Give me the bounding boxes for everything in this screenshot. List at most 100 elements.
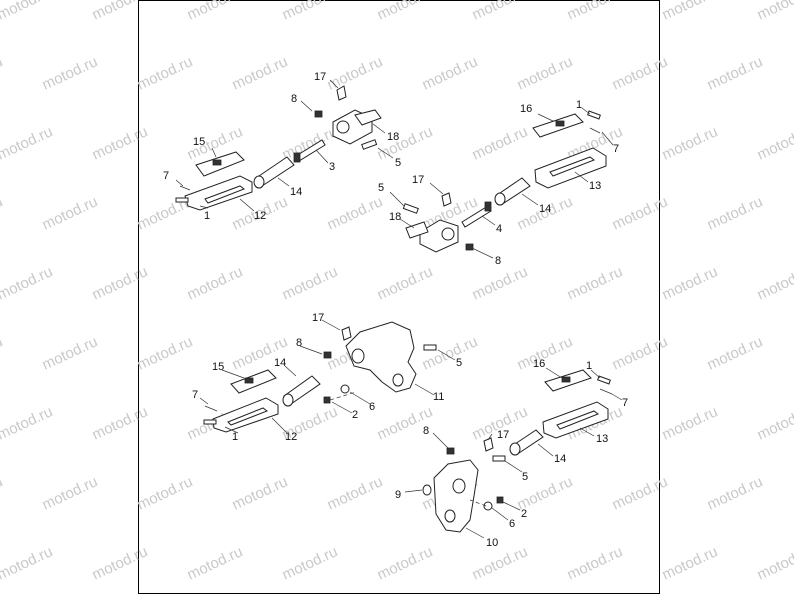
watermark-text: motod.ru	[280, 263, 341, 303]
leader-line	[611, 393, 623, 401]
leader-line	[471, 247, 494, 259]
watermark-text: motod.ru	[325, 473, 386, 513]
callout-15: 15	[193, 136, 205, 148]
callout-14: 14	[274, 357, 286, 369]
callout-5: 5	[378, 182, 384, 194]
leader-line	[579, 427, 595, 437]
callout-18: 18	[389, 211, 401, 223]
spring-7	[589, 127, 601, 134]
leader-line	[504, 460, 523, 473]
clevis-pin	[175, 197, 189, 203]
callout-12: 12	[285, 431, 297, 443]
callout-14: 14	[290, 186, 302, 198]
clip-17	[483, 437, 494, 452]
leader-line	[271, 417, 288, 434]
leader-line	[239, 198, 255, 212]
watermark-text: motod.ru	[325, 193, 386, 233]
leader-line	[414, 383, 435, 396]
leader-line	[491, 507, 509, 521]
watermark-text: motod.ru	[375, 123, 436, 163]
callout-9: 9	[395, 489, 401, 501]
leader-line	[224, 426, 239, 434]
callout-5: 5	[456, 357, 462, 369]
sleeve-end	[282, 393, 294, 407]
washer-6	[340, 384, 350, 394]
watermark-text: motod.ru	[135, 53, 196, 93]
leader-line	[199, 397, 209, 405]
callout-16: 16	[520, 103, 532, 115]
callout-6: 6	[369, 401, 375, 413]
lower-right-assembly	[404, 367, 623, 539]
watermark-text: motod.ru	[0, 543, 55, 583]
screw-2	[496, 496, 504, 504]
callout-17: 17	[312, 312, 324, 324]
upper-left-assembly	[175, 79, 394, 212]
clevis-pin	[587, 110, 601, 120]
callout-14: 14	[554, 453, 566, 465]
watermark-text: motod.ru	[40, 193, 101, 233]
sleeve-end	[253, 175, 265, 189]
watermark-text: motod.ru	[565, 543, 626, 583]
callout-labels: 15 7 1 12 14 3 5 18 8 17 16 1 7 13 14 4 …	[163, 71, 628, 549]
watermark-text: motod.ru	[40, 53, 101, 93]
callout-6: 6	[509, 518, 515, 530]
watermark-text: motod.ru	[185, 543, 246, 583]
callout-3: 3	[329, 161, 335, 173]
watermark-text: motod.ru	[375, 543, 436, 583]
callout-18: 18	[387, 131, 399, 143]
watermark-text: motod.ru	[705, 473, 766, 513]
watermark-text: motod.ru	[610, 473, 671, 513]
callout-7: 7	[192, 389, 198, 401]
upper-right-assembly	[389, 107, 614, 259]
watermark-text: motod.ru	[705, 53, 766, 93]
watermark-text: motod.ru	[565, 0, 626, 24]
leader-line	[537, 443, 554, 457]
spring-7	[599, 388, 613, 395]
lower-left-assembly	[199, 319, 456, 434]
nut-8	[465, 243, 474, 251]
watermark-text: motod.ru	[185, 0, 246, 24]
watermark-text: motod.ru	[185, 263, 246, 303]
callout-16: 16	[533, 358, 545, 370]
mount-arm	[405, 221, 429, 239]
watermark-text: motod.ru	[755, 543, 794, 583]
watermark-text: motod.ru	[90, 403, 151, 443]
bolt-3-head	[293, 152, 301, 163]
clip-17	[441, 192, 452, 207]
mount-arm	[354, 109, 382, 126]
watermark-text: motod.ru	[0, 473, 5, 513]
callout-12: 12	[254, 210, 266, 222]
footpeg-slot	[204, 185, 246, 204]
callout-2: 2	[352, 409, 358, 421]
watermark-text: motod.ru	[755, 123, 794, 163]
callout-1: 1	[232, 431, 238, 443]
pad-insert	[244, 377, 254, 384]
callout-7: 7	[163, 170, 169, 182]
watermark-text: motod.ru	[230, 53, 291, 93]
callout-17: 17	[497, 429, 509, 441]
watermark-text: motod.ru	[0, 263, 55, 303]
footpeg-slot	[227, 407, 269, 426]
callout-11: 11	[433, 391, 444, 403]
leader-line	[331, 401, 353, 414]
clevis-pin	[203, 419, 217, 425]
callout-2: 2	[521, 508, 527, 520]
screw-5	[361, 139, 378, 150]
leader-line	[429, 182, 444, 195]
leader-line	[199, 205, 209, 209]
leader-line	[221, 369, 245, 379]
callout-15: 15	[212, 361, 224, 373]
watermark-text: motod.ru	[375, 263, 436, 303]
watermark-text: motod.ru	[0, 53, 5, 93]
callout-13: 13	[589, 180, 601, 192]
clip-17	[341, 326, 352, 341]
callout-7: 7	[622, 397, 628, 409]
nut-8	[446, 447, 455, 455]
leader-line	[372, 123, 386, 134]
watermark-text: motod.ru	[755, 263, 794, 303]
callout-8: 8	[291, 93, 297, 105]
watermark-text: motod.ru	[325, 53, 386, 93]
watermark-text: motod.ru	[375, 0, 436, 24]
watermark-text: motod.ru	[470, 543, 531, 583]
watermark-text: motod.ru	[705, 193, 766, 233]
